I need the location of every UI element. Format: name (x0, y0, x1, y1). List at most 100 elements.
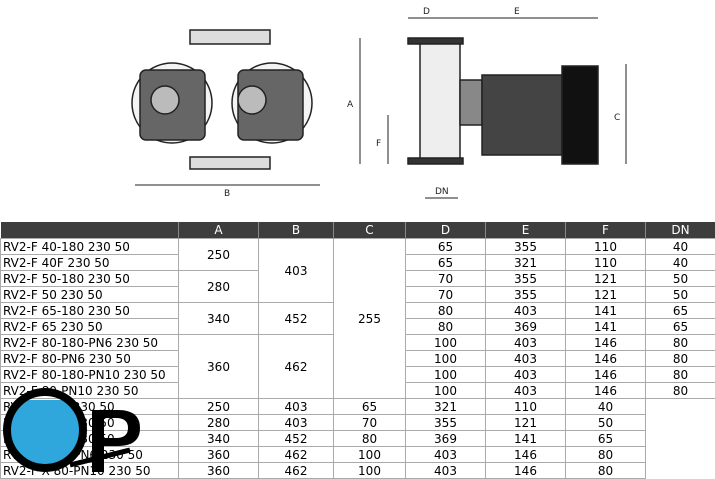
table-cell: 80 (646, 383, 715, 399)
table-cell: 321 (486, 255, 566, 271)
table-cell: RV2-F 50-180 230 50 (1, 271, 179, 287)
table-cell: 250 (179, 399, 259, 415)
table-cell: 462 (259, 463, 334, 479)
table-cell: 360 (179, 447, 259, 463)
table-cell: 355 (486, 287, 566, 303)
table-cell: 80 (334, 431, 406, 447)
column-header: F (566, 222, 646, 239)
table-cell: 141 (566, 319, 646, 335)
table-cell: 80 (566, 447, 646, 463)
table-cell: 280 (179, 271, 259, 303)
table-cell: 321 (406, 399, 486, 415)
table-cell: 403 (259, 399, 334, 415)
table-cell: 65 (406, 255, 486, 271)
table-cell: RV2-F X 50 230 50 (1, 415, 179, 431)
table-cell: 80 (566, 463, 646, 479)
table-cell: 65 (646, 303, 715, 319)
table-cell: 50 (646, 271, 715, 287)
table-cell: 340 (179, 431, 259, 447)
table-cell: 340 (179, 303, 259, 335)
table-cell: 110 (566, 255, 646, 271)
table-cell: 355 (406, 415, 486, 431)
table-cell: RV2-F X 65 230 50 (1, 431, 179, 447)
table-cell: 255 (334, 239, 406, 399)
column-header: DN (646, 222, 715, 239)
table-cell: 100 (406, 367, 486, 383)
table-cell: RV2-F 80-180-PN6 230 50 (1, 335, 179, 351)
table-cell: 121 (566, 287, 646, 303)
table-cell: 121 (566, 271, 646, 287)
table-cell: 40 (646, 239, 715, 255)
table-cell: 250 (179, 239, 259, 271)
table-cell: 70 (406, 271, 486, 287)
table-cell: 452 (259, 431, 334, 447)
label-d: D (423, 7, 430, 17)
table-cell: 121 (486, 415, 566, 431)
table-cell: 355 (486, 239, 566, 255)
label-a: A (347, 100, 354, 110)
table-cell: 146 (566, 351, 646, 367)
table-cell: 462 (259, 335, 334, 399)
table-cell: RV2-F 80-180-PN10 230 50 (1, 367, 179, 383)
pump-drawing: B A F C D E DN (0, 0, 715, 222)
table-cell: 80 (646, 367, 715, 383)
side-view (360, 18, 626, 198)
table-cell: RV2-F X 80-PN6 230 50 (1, 447, 179, 463)
table-cell: 80 (406, 303, 486, 319)
table-cell: 360 (179, 463, 259, 479)
table-cell: 100 (406, 351, 486, 367)
table-cell: 403 (486, 335, 566, 351)
table-cell: 70 (334, 415, 406, 431)
table-cell: 403 (259, 239, 334, 303)
table-cell: 403 (259, 415, 334, 431)
table-cell: 40 (646, 255, 715, 271)
table-cell: RV2-F X 80-PN10 230 50 (1, 463, 179, 479)
table-cell: 40 (566, 399, 646, 415)
table-cell: 80 (646, 335, 715, 351)
table-cell: 280 (179, 415, 259, 431)
column-header: A (179, 222, 259, 239)
label-e: E (514, 7, 520, 17)
label-b: B (224, 189, 230, 199)
table-cell: 403 (486, 383, 566, 399)
column-header: C (334, 222, 406, 239)
column-header: E (486, 222, 566, 239)
table-cell: 355 (486, 271, 566, 287)
table-cell: RV2-F 65-180 230 50 (1, 303, 179, 319)
table-cell: 403 (406, 447, 486, 463)
table-cell: 100 (406, 383, 486, 399)
table-cell: 141 (566, 303, 646, 319)
front-view (132, 30, 320, 185)
table-cell: 369 (486, 319, 566, 335)
table-cell: 146 (566, 367, 646, 383)
column-header: B (259, 222, 334, 239)
table-cell: RV2-F 50 230 50 (1, 287, 179, 303)
table-cell: 50 (566, 415, 646, 431)
table-cell: 80 (406, 319, 486, 335)
table-cell: 100 (334, 463, 406, 479)
table-cell: 369 (406, 431, 486, 447)
table-cell: 146 (566, 335, 646, 351)
table-cell: 110 (566, 239, 646, 255)
table-cell: 146 (486, 447, 566, 463)
table-cell: 141 (486, 431, 566, 447)
table-cell: 65 (406, 239, 486, 255)
table-cell: RV2-F 65 230 50 (1, 319, 179, 335)
table-cell: 403 (486, 367, 566, 383)
table-cell: 146 (486, 463, 566, 479)
table-cell: RV2-F X 40 230 50 (1, 399, 179, 415)
table-cell: 403 (486, 303, 566, 319)
table-cell: 462 (259, 447, 334, 463)
table-cell: 452 (259, 303, 334, 335)
table-cell: 110 (486, 399, 566, 415)
table-cell: 146 (566, 383, 646, 399)
table-cell: 65 (646, 319, 715, 335)
table-cell: 65 (566, 431, 646, 447)
